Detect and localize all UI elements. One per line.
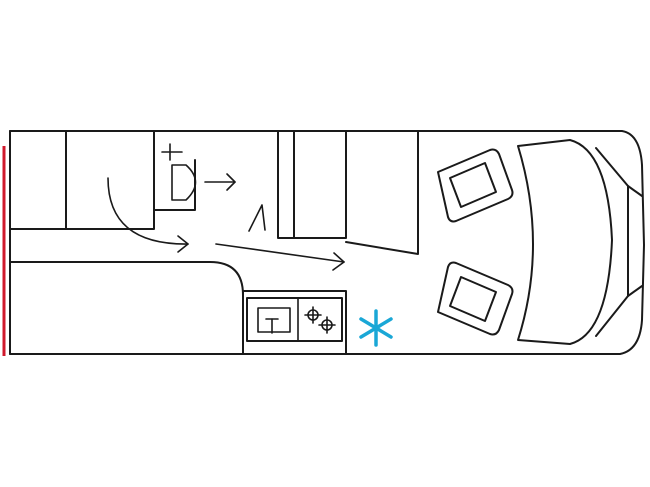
gas-hob-icon: [304, 306, 336, 334]
flow-arrow-aisle: [215, 243, 345, 271]
rear-bed-left: [9, 130, 67, 230]
kitchen-top: [246, 297, 343, 342]
shower-head-icon: [161, 143, 197, 201]
vehicle-body: [9, 130, 645, 355]
rear-bed-lower: [9, 261, 244, 355]
rear-bed-middle: [65, 130, 155, 230]
flow-arrow-bed: [107, 177, 189, 253]
flow-arrow-shower: [204, 173, 236, 191]
snowflake-asterisk-icon: [359, 309, 393, 347]
windscreen-top: [595, 147, 629, 337]
passenger-seat: [437, 261, 514, 336]
wardrobe: [293, 130, 347, 239]
driver-seat: [437, 148, 514, 223]
step-marker: [248, 204, 266, 232]
dashboard: [517, 139, 613, 345]
dinette-table: [345, 130, 419, 255]
wardrobe-left: [277, 130, 295, 239]
bumper-line: [627, 185, 643, 297]
sink-icon: [257, 307, 291, 334]
kitchen-counter: [242, 290, 347, 355]
